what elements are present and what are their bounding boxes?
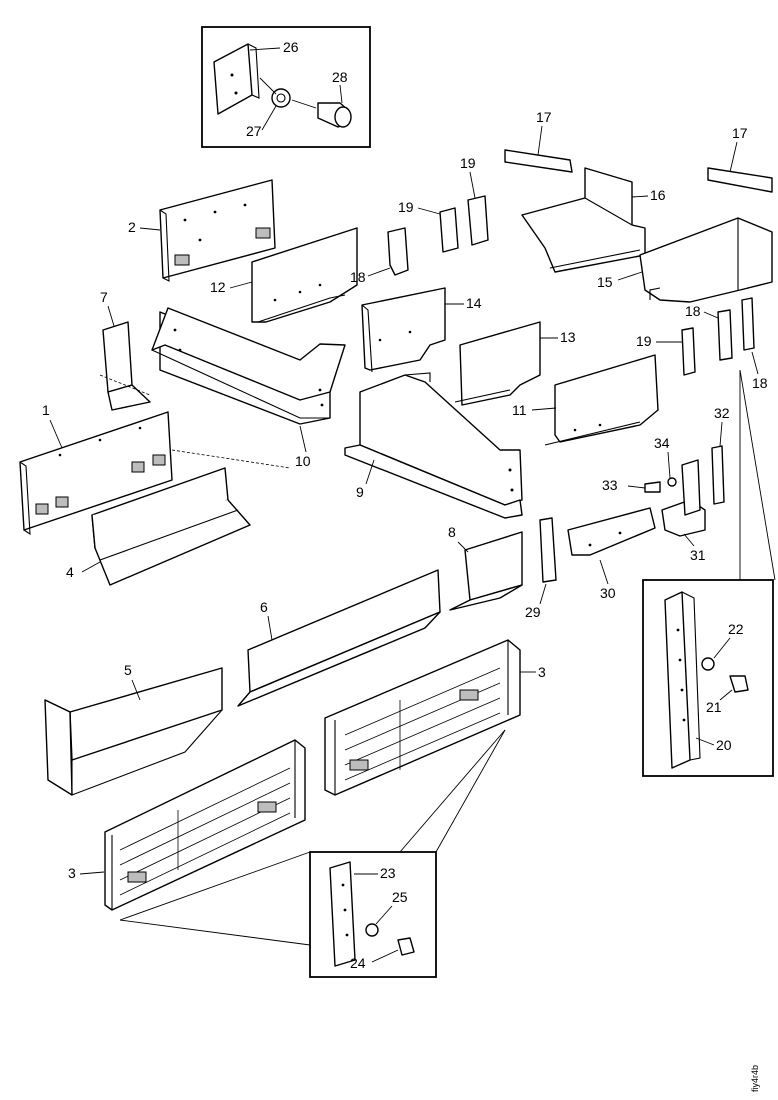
part-16 xyxy=(521,167,646,273)
part-12 xyxy=(251,227,358,323)
callout-18-c: 18 xyxy=(752,375,768,391)
part-8 xyxy=(99,321,151,411)
callout-18-a: 18 xyxy=(350,269,366,285)
callout-12: 12 xyxy=(210,279,226,295)
part-17-left xyxy=(504,149,573,173)
detail-inset-23-25 xyxy=(119,729,506,978)
figure-id: fiy4r4b xyxy=(750,1065,760,1092)
callout-32: 32 xyxy=(714,405,730,421)
detail-inset-26-28 xyxy=(201,26,371,148)
callout-3-upper: 3 xyxy=(538,664,546,680)
callout-33: 33 xyxy=(602,477,618,493)
callout-10: 10 xyxy=(295,453,311,469)
callout-21: 21 xyxy=(706,699,722,715)
callout-17-right: 17 xyxy=(732,125,748,141)
part-18-19-brackets xyxy=(387,195,489,276)
callout-20: 20 xyxy=(716,737,732,753)
part-5 xyxy=(44,667,223,796)
callout-5: 5 xyxy=(124,662,132,678)
callout-22: 22 xyxy=(728,621,744,637)
part-1 xyxy=(19,411,291,536)
callout-7: 8 xyxy=(448,524,456,540)
part-11 xyxy=(544,354,659,446)
part-10 xyxy=(151,307,346,425)
callout-19-b: 19 xyxy=(398,199,414,215)
callout-26: 26 xyxy=(283,39,299,55)
detail-inset-20-22 xyxy=(642,369,776,777)
callout-23: 23 xyxy=(380,865,396,881)
part-29 xyxy=(539,517,557,583)
part-17-right xyxy=(707,167,773,193)
callout-4: 4 xyxy=(66,564,74,580)
part-2 xyxy=(159,179,276,282)
part-3-upper xyxy=(324,639,521,796)
callout-34: 34 xyxy=(654,435,670,451)
callout-labels: 26 28 27 17 17 19 16 19 2 18 15 12 7 14 … xyxy=(42,39,768,971)
callout-9: 9 xyxy=(356,484,364,500)
callout-2: 2 xyxy=(128,219,136,235)
callout-18-b: 18 xyxy=(685,303,701,319)
part-31-33-34 xyxy=(644,459,706,537)
part-3-lower xyxy=(104,739,306,911)
callout-13: 13 xyxy=(560,329,576,345)
callout-31: 31 xyxy=(690,547,706,563)
callout-28: 28 xyxy=(332,69,348,85)
callout-30: 30 xyxy=(600,585,616,601)
part-14 xyxy=(361,287,446,373)
callout-19-a: 19 xyxy=(460,155,476,171)
callout-15: 15 xyxy=(597,274,613,290)
callout-17-left: 17 xyxy=(536,109,552,125)
part-9 xyxy=(344,372,523,519)
callout-11: 11 xyxy=(512,402,527,418)
part-18-19-right xyxy=(681,297,755,376)
callout-25: 25 xyxy=(392,889,408,905)
callout-19-c: 19 xyxy=(636,333,652,349)
part-15 xyxy=(639,217,773,303)
part-4 xyxy=(91,467,251,586)
part-30 xyxy=(567,507,656,556)
part-32 xyxy=(711,445,725,505)
callout-24: 24 xyxy=(350,955,366,971)
callout-6: 6 xyxy=(260,599,268,615)
part-6 xyxy=(237,569,441,707)
callout-27: 27 xyxy=(246,123,262,139)
part-7 xyxy=(449,531,523,611)
callout-1: 1 xyxy=(42,402,50,418)
callout-3-lower: 3 xyxy=(68,865,76,881)
callout-14: 14 xyxy=(466,295,482,311)
callout-29: 29 xyxy=(525,604,541,620)
part-13 xyxy=(454,321,541,406)
callout-16: 16 xyxy=(650,187,666,203)
callout-8: 7 xyxy=(100,289,108,305)
